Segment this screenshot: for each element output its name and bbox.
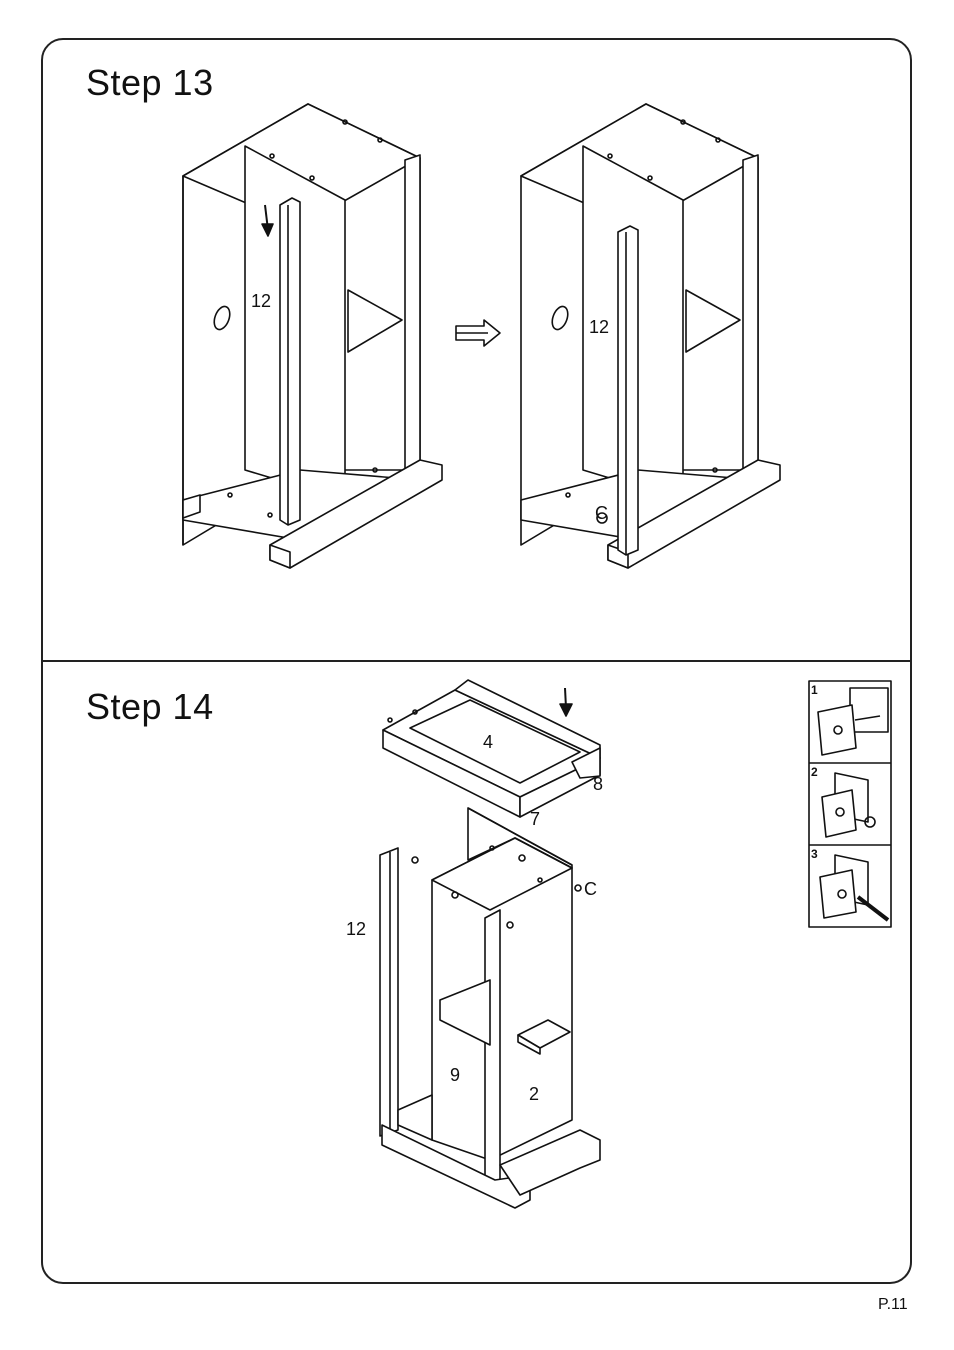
label-part-8: 8	[593, 774, 603, 794]
step13-cabinet-after	[521, 104, 780, 568]
label-part-4: 4	[483, 732, 493, 752]
inset-step-3: 3	[811, 847, 818, 861]
label-cam-c-b: C	[584, 879, 597, 899]
label-part-2: 2	[529, 1084, 539, 1104]
next-arrow-icon	[456, 320, 500, 346]
step14-cabinet	[380, 808, 600, 1208]
inset-step-2: 2	[811, 765, 818, 779]
inset-step-1: 1	[811, 683, 818, 697]
label-part-12-b: 12	[589, 317, 609, 337]
label-part-12-c: 12	[346, 919, 366, 939]
label-part-9: 9	[450, 1065, 460, 1085]
label-part-7: 7	[530, 809, 540, 829]
label-cam-c-a: C	[595, 503, 608, 523]
step13-cabinet-before	[183, 104, 442, 568]
cam-lock-detail-inset	[809, 681, 891, 927]
label-part-12-a: 12	[251, 291, 271, 311]
